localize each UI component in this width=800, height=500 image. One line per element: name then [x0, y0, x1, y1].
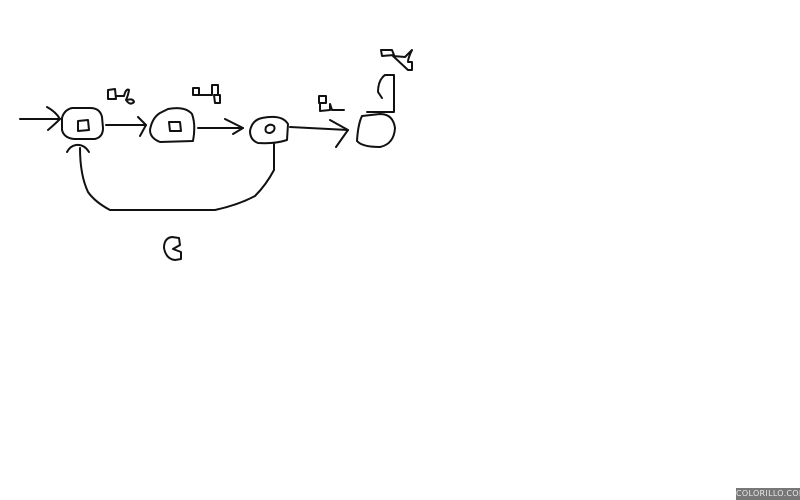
handwritten-label-ab-1: [107, 88, 135, 105]
state-1: [149, 107, 196, 143]
watermark: COLORILLO.COM: [736, 488, 800, 500]
self-loop-s3: [366, 74, 395, 113]
state-3: [356, 113, 396, 148]
state-2: [249, 115, 289, 145]
handwritten-label-a: [318, 95, 345, 112]
start-arrow: [19, 106, 61, 131]
transition-s2-s3: [289, 119, 349, 148]
handwritten-label-b: [163, 236, 182, 261]
handwritten-label-ab-3: [380, 49, 413, 71]
transition-s0-s1: [105, 116, 147, 137]
handwritten-label-ab-2: [192, 84, 221, 104]
transition-s2-s0: [66, 143, 275, 211]
transition-s1-s2: [197, 118, 244, 135]
state-0: [61, 107, 104, 140]
